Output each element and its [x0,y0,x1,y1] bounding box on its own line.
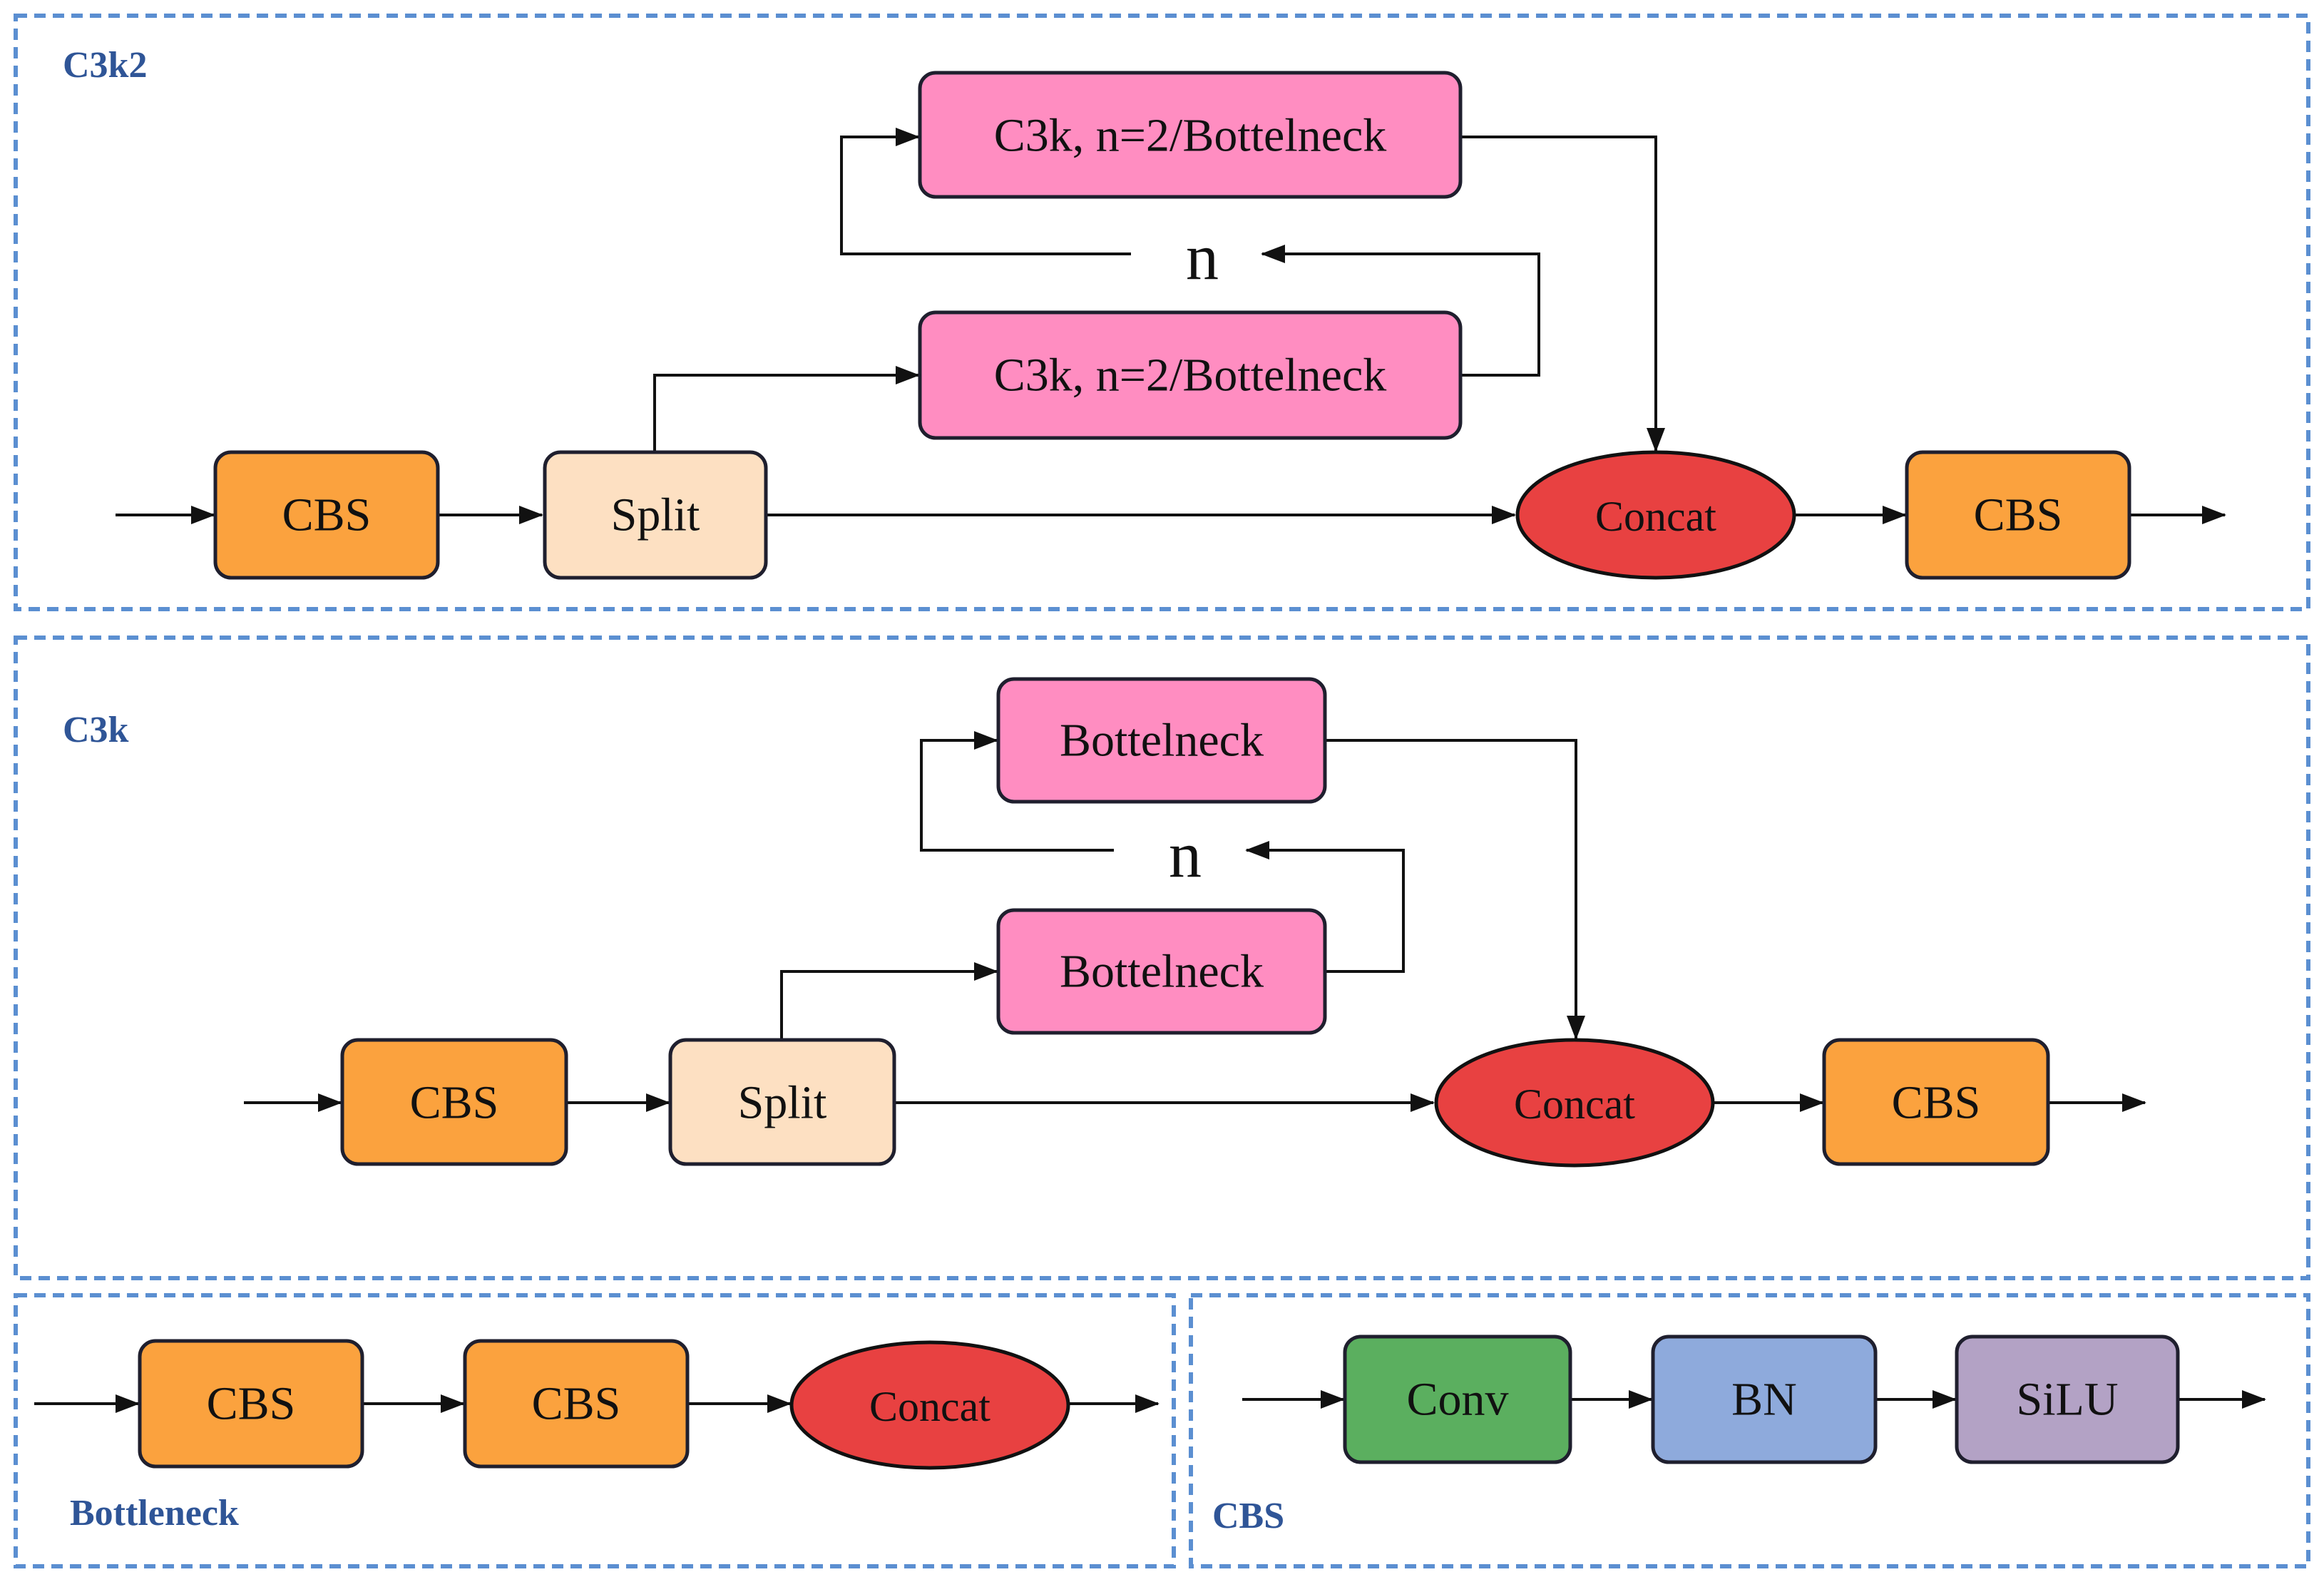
panel-c3k2: C3k2 CBS Split C3k, n=2/Bottelneck n C3k… [14,14,2310,611]
c3k-cbs-out: CBS [1822,1038,2050,1166]
c3k-repeat-label: n [1169,818,1202,891]
c3k2-cbs-in-label: CBS [282,489,372,541]
cbs-conv-label: Conv [1406,1374,1508,1426]
panel-c3k-title: C3k [63,710,129,750]
c3k-cbs-in-label: CBS [410,1077,499,1129]
c3k-concat-label: Concat [1514,1081,1635,1128]
c3k-split: Split [668,1038,896,1166]
panel-bottleneck: Bottleneck CBS CBS Concat [14,1293,1176,1568]
c3k-edge-block-concat [1325,739,1585,1040]
panel-cbs: CBS Conv BN SiLU [1189,1293,2310,1568]
panel-c3k2-border [14,14,2310,611]
panel-bottleneck-title: Bottleneck [70,1493,239,1533]
bottleneck-concat: Concat [789,1340,1070,1470]
c3k2-concat-label: Concat [1595,493,1716,540]
cbs-bn-label: BN [1731,1374,1797,1426]
c3k2-edge-n-block [840,128,1131,255]
c3k2-block-bottom: C3k, n=2/Bottelneck [918,310,1463,440]
c3k2-cbs-out-label: CBS [1974,489,2063,541]
c3k-split-label: Split [738,1077,827,1129]
cbs-silu-label: SiLU [2016,1374,2118,1426]
c3k-block-bottom-label: Bottelneck [1060,946,1264,998]
c3k2-split: Split [543,450,768,580]
c3k2-cbs-in: CBS [213,450,440,580]
c3k2-block-top: C3k, n=2/Bottelneck [918,71,1463,199]
cbs-conv: Conv [1343,1335,1572,1464]
c3k-block-top-label: Bottelneck [1060,715,1264,767]
c3k-block-bottom: Bottelneck [996,908,1327,1035]
panel-c3k2-title: C3k2 [63,45,147,86]
c3k-block-top: Bottelneck [996,677,1327,804]
bottleneck-cbs-2: CBS [463,1339,690,1469]
panel-c3k-border [14,636,2310,1280]
c3k2-block-top-label: C3k, n=2/Bottelneck [994,110,1387,162]
cbs-silu: SiLU [1955,1335,2180,1464]
c3k2-edge-split-block [653,366,920,451]
c3k-cbs-out-label: CBS [1892,1077,1981,1129]
c3k-concat: Concat [1434,1038,1715,1168]
c3k-edge-block-n [1245,841,1405,973]
c3k2-cbs-out: CBS [1905,450,2131,580]
c3k2-edge-block-n [1261,245,1540,377]
panel-cbs-title: CBS [1212,1496,1284,1536]
c3k-edge-n-block [920,731,1114,852]
panel-c3k: C3k CBS Split Bottelneck n Bottelneck [14,636,2310,1280]
c3k2-repeat-label: n [1186,220,1219,293]
bottleneck-cbs-1: CBS [138,1339,364,1469]
panel-bottleneck-border [14,1293,1176,1568]
bottleneck-concat-label: Concat [869,1383,990,1430]
panel-cbs-border [1189,1293,2310,1568]
c3k2-edge-block-concat [1460,136,1665,452]
c3k-cbs-in: CBS [340,1038,568,1166]
c3k2-concat: Concat [1515,450,1796,580]
c3k2-block-bottom-label: C3k, n=2/Bottelneck [994,349,1387,402]
c3k2-split-label: Split [611,489,700,541]
bottleneck-cbs-2-label: CBS [532,1378,621,1430]
bottleneck-cbs-1-label: CBS [207,1378,296,1430]
cbs-bn: BN [1651,1335,1878,1464]
c3k-edge-split-block [780,962,998,1038]
